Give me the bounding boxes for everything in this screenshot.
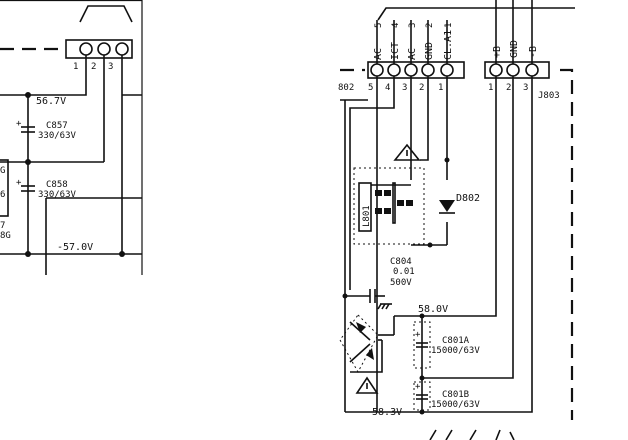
pin-name-ac-3: AC <box>407 48 418 60</box>
transformer-l801: L801 <box>353 167 425 245</box>
pin-name-gnd-right: GND <box>509 40 520 58</box>
partial-component <box>0 159 9 217</box>
j803-pin-2: 2 <box>506 83 511 93</box>
left-schematic-panel: 1 2 3 + C857 330/63V + C858 <box>0 0 143 275</box>
voltage-minus-58-3v: -58.3V <box>366 407 402 418</box>
warning-triangle-top-icon <box>393 143 421 161</box>
c857-ref: C857 <box>46 121 68 131</box>
svg-text:+: + <box>415 382 421 392</box>
pin-num-bottom-1: 1 <box>438 83 443 93</box>
pin-num-top-1: 1 <box>444 23 454 28</box>
pin-name-ac-5: AC <box>373 48 384 60</box>
c858-ref: C858 <box>46 180 68 190</box>
c858-value: 330/63V <box>38 190 77 200</box>
c857-value: 330/63V <box>38 131 77 141</box>
c801b-ref: C801B <box>442 390 469 400</box>
diode-d802: D802 <box>439 193 480 214</box>
j803-ref: J803 <box>538 91 560 101</box>
bridge-rectifier <box>339 314 422 374</box>
l801-ref: L801 <box>362 205 372 227</box>
j803-pin-3: 3 <box>523 83 528 93</box>
voltage-minus-57v: -57.0V <box>57 242 93 253</box>
voltage-56-7v: 56.7V <box>36 96 66 107</box>
partial-label-8g: 8G <box>0 231 11 241</box>
c801a-value: 15000/63V <box>431 346 480 356</box>
pin-num-top-5: 5 <box>374 23 384 28</box>
d802-ref: D802 <box>456 193 480 204</box>
left-connector-pin-3: 3 <box>108 62 113 72</box>
partial-label-g: G <box>0 166 5 176</box>
capacitor-c857: + C857 330/63V <box>16 119 77 141</box>
pin-num-bottom-4: 4 <box>385 83 390 93</box>
pin-name-cl-a1: CL.A1 <box>443 30 454 60</box>
pin-num-top-2: 2 <box>425 23 435 28</box>
pin-name-gnd: GND <box>424 42 435 60</box>
c801a-ref: C801A <box>442 336 470 346</box>
left-connector-pin-2: 2 <box>91 62 96 72</box>
connector-802-ref: 802 <box>338 83 354 93</box>
connector-802: AC ICT AC GND CL.A1 5 4 3 2 1 5 4 3 2 1 … <box>338 23 465 93</box>
c804-rating: 500V <box>390 278 412 288</box>
pin-num-top-3: 3 <box>408 23 418 28</box>
partial-label-6: 6 <box>0 190 5 200</box>
capacitor-c801a: + C801A 15000/63V <box>413 321 480 369</box>
capacitor-c804: C804 0.01 500V <box>342 257 415 310</box>
pin-name-minus-b: -B <box>528 46 539 58</box>
pin-num-bottom-3: 3 <box>402 83 407 93</box>
svg-text:+: + <box>415 330 421 340</box>
pin-num-top-4: 4 <box>391 23 401 28</box>
j803-pin-1: 1 <box>488 83 493 93</box>
right-schematic-panel: AC ICT AC GND CL.A1 5 4 3 2 1 5 4 3 2 1 … <box>338 0 575 440</box>
capacitor-c858: + C858 330/63V <box>16 178 77 200</box>
c804-value: 0.01 <box>393 267 415 277</box>
pin-num-bottom-2: 2 <box>419 83 424 93</box>
left-connector-pin-1: 1 <box>73 62 78 72</box>
c801b-value: 15000/63V <box>431 400 480 410</box>
warning-triangle-bottom-icon <box>355 376 379 394</box>
c804-ref: C804 <box>390 257 412 267</box>
svg-text:+: + <box>16 178 22 188</box>
voltage-58v: 58.0V <box>418 304 448 315</box>
partial-label-7: 7 <box>0 221 5 231</box>
capacitor-c801b: + C801B 15000/63V <box>413 381 480 411</box>
pin-num-bottom-5: 5 <box>368 83 373 93</box>
pin-name-ict: ICT <box>390 42 401 60</box>
pin-name-plus-b: +B <box>492 46 503 58</box>
svg-text:+: + <box>16 119 22 129</box>
